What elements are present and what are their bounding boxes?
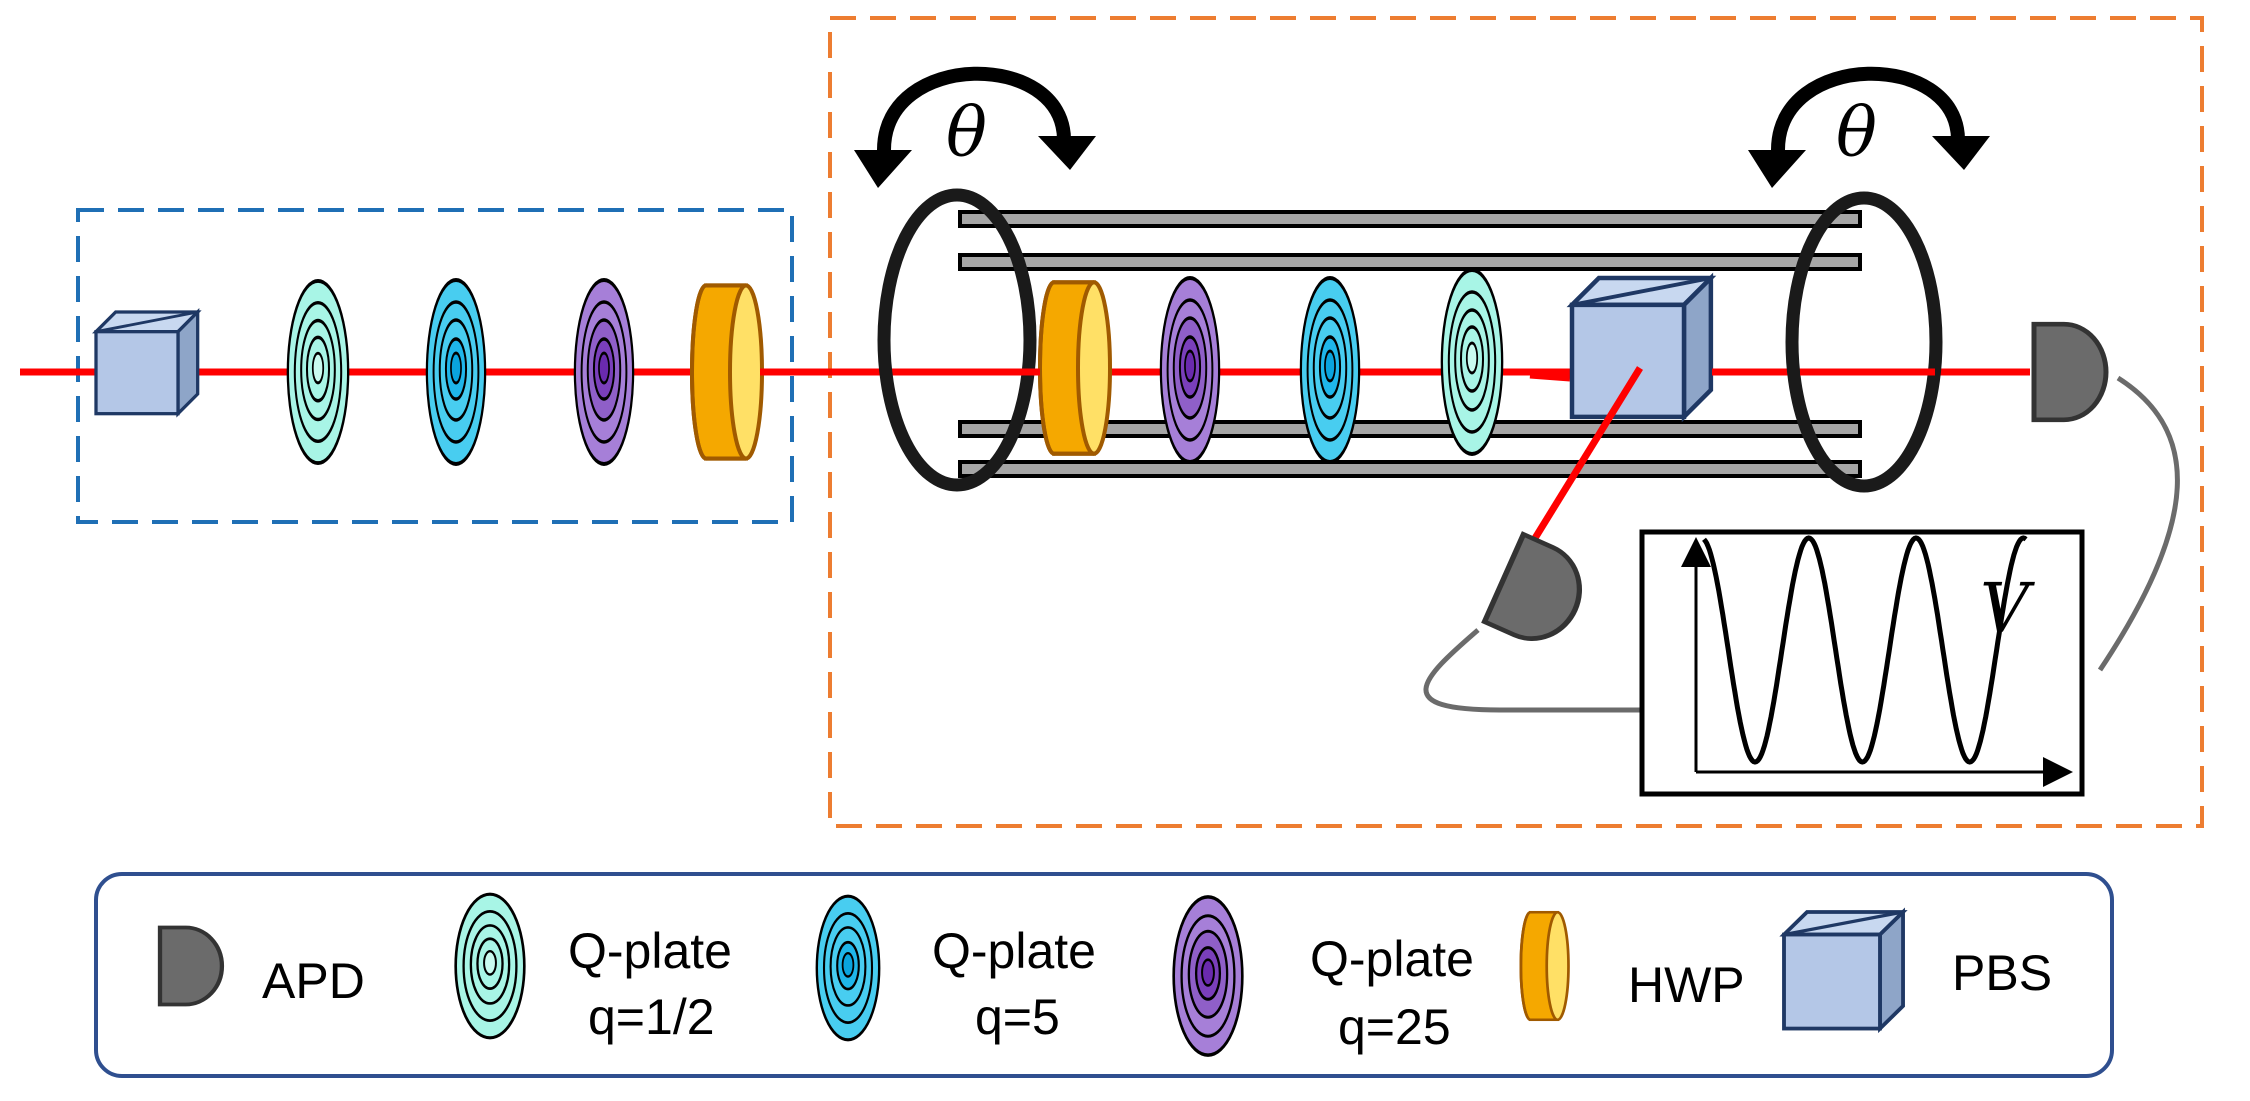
theta-label-right: θ	[1836, 94, 1877, 173]
theta-label-left: θ	[946, 94, 987, 173]
legend-qplate-half-line1: Q-plate	[568, 923, 732, 979]
rotation-arrow-right	[1748, 66, 1990, 188]
legend-pbs-icon	[1782, 910, 1905, 1031]
apd-detector-reflected	[1485, 534, 1595, 653]
qplate-5	[1298, 276, 1362, 464]
rotation-ring-left	[877, 188, 1037, 492]
legend-qplate-5-icon	[815, 894, 881, 1042]
legend-pbs-label: PBS	[1952, 945, 2052, 1001]
qplate-half	[285, 278, 351, 466]
state-preparation-box	[76, 208, 794, 524]
legend-qplate-25-icon	[1171, 895, 1245, 1057]
apd-detector-transmitted	[2034, 324, 2106, 420]
pbs-cube	[1572, 278, 1711, 417]
pbs-cube	[94, 310, 200, 416]
legend-qplate-25-line1: Q-plate	[1310, 931, 1474, 987]
legend-qplate-half-icon	[454, 892, 526, 1040]
signal-label: V	[1980, 570, 2035, 649]
legend-apd-icon	[160, 928, 222, 1005]
legend-apd-label: APD	[262, 953, 365, 1009]
legend-qplate-25-line2: q=25	[1338, 999, 1451, 1055]
legend-qplate-5-line1: Q-plate	[932, 923, 1096, 979]
reflected-beam	[1521, 366, 1643, 558]
measurement-box	[828, 16, 2204, 828]
cable-reflected	[1423, 628, 1642, 713]
legend-box	[94, 872, 2114, 1078]
rotation-arrow-left	[854, 66, 1096, 188]
legend-hwp-label: HWP	[1628, 957, 1745, 1013]
signal-curve	[1702, 535, 2028, 765]
qplate-25	[572, 278, 636, 466]
hwp	[1040, 282, 1110, 453]
legend-hwp-icon	[1519, 910, 1570, 1022]
qplate-25	[1158, 276, 1222, 464]
qplate-half	[1439, 268, 1505, 456]
cable-transmitted	[2097, 375, 2180, 672]
qplate-5	[424, 278, 488, 466]
legend-qplate-half-line2: q=1/2	[588, 989, 715, 1045]
legend-qplate-5-line2: q=5	[975, 989, 1060, 1045]
rotation-ring-right	[1785, 191, 1943, 493]
hwp	[692, 285, 762, 458]
